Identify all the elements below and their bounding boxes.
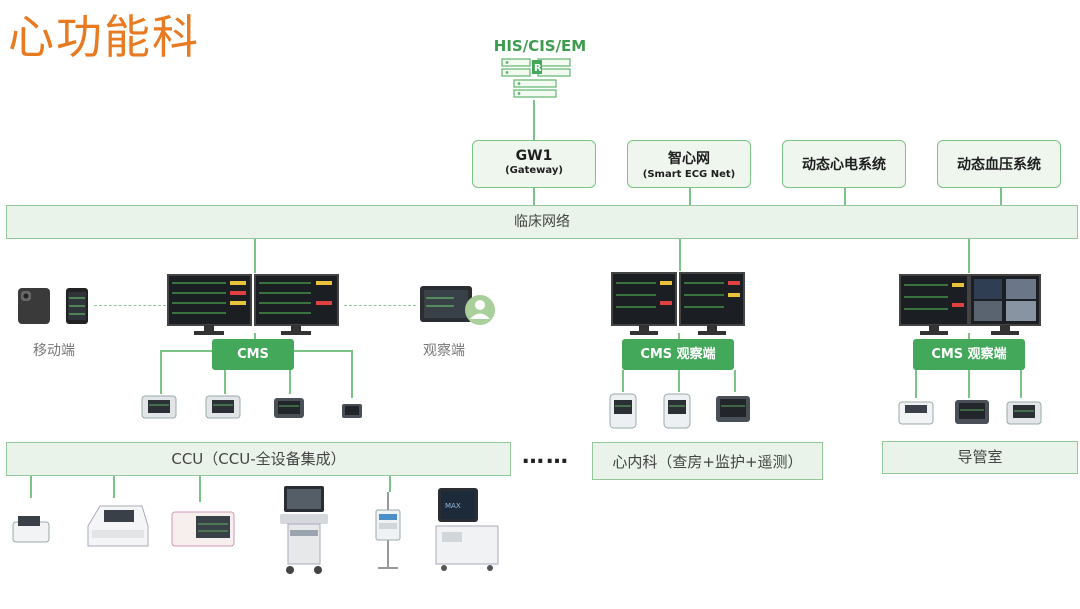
smart-ecg-net-subtitle: (Smart ECG Net): [642, 169, 736, 180]
cardiology-band: 心内科（查房+监护+遥测）: [592, 442, 823, 480]
gateway-box: GW1 (Gateway): [472, 140, 596, 188]
ecg-recorder-icon: [87, 505, 149, 547]
mobile-label: 移动端: [33, 343, 75, 359]
right-cath-lab-devices-icon: [898, 400, 1042, 425]
gateway-title: GW1: [515, 148, 553, 164]
middle-telemetry-devices-icon: [609, 393, 750, 429]
server-icon: R: [501, 58, 571, 98]
ccu-label: CCU（CCU-全设备集成）: [171, 450, 346, 468]
his-cis-em-label: HIS/CIS/EM: [493, 37, 587, 55]
ambulatory-bp-title: 动态血压系统: [957, 157, 1041, 173]
clinical-network-label: 临床网络: [514, 214, 570, 230]
clinical-network-band: 临床网络: [6, 205, 1078, 239]
infusion-pump-icon: [375, 492, 401, 569]
cath-lab-band: 导管室: [882, 441, 1078, 474]
svg-text:MAX: MAX: [445, 502, 461, 510]
page-title: 心功能科: [8, 10, 200, 64]
smart-ecg-net-title: 智心网: [668, 151, 710, 167]
dual-monitor-icon: [167, 274, 339, 335]
cms-left-box: CMS: [212, 339, 294, 370]
cms-right-label: CMS 观察端: [931, 347, 1007, 362]
ultrasound-machine-icon: [280, 486, 328, 574]
cardiology-label: 心内科（查房+监护+遥测）: [612, 453, 803, 471]
observer-label: 观察端: [423, 343, 465, 359]
middle-dual-monitor-icon: [611, 272, 745, 335]
ambulatory-bp-box: 动态血压系统: [937, 140, 1061, 188]
cms-right-box: CMS 观察端: [913, 339, 1025, 370]
cms-left-label: CMS: [237, 347, 269, 362]
observer-tablet-icon: [420, 286, 495, 325]
holter-ecg-box: 动态心电系统: [782, 140, 906, 188]
cms-middle-box: CMS 观察端: [622, 339, 734, 370]
cardiograph-icon: [171, 511, 235, 547]
anesthesia-machine-icon: MAX: [435, 488, 499, 571]
smart-ecg-net-box: 智心网 (Smart ECG Net): [627, 140, 751, 188]
left-patient-monitors-icon: [141, 395, 362, 419]
ecg-machine-icon: [12, 516, 50, 543]
holter-ecg-title: 动态心电系统: [802, 157, 886, 173]
right-dual-monitor-icon: [899, 274, 1041, 335]
ccu-band: CCU（CCU-全设备集成）: [6, 442, 511, 476]
cms-middle-label: CMS 观察端: [640, 347, 716, 362]
gateway-subtitle: (Gateway): [505, 165, 563, 176]
cath-lab-label: 导管室: [957, 448, 1003, 466]
ellipsis: ……: [522, 444, 570, 469]
svg-text:R: R: [534, 63, 542, 74]
mobile-phones-icon: [18, 288, 88, 324]
